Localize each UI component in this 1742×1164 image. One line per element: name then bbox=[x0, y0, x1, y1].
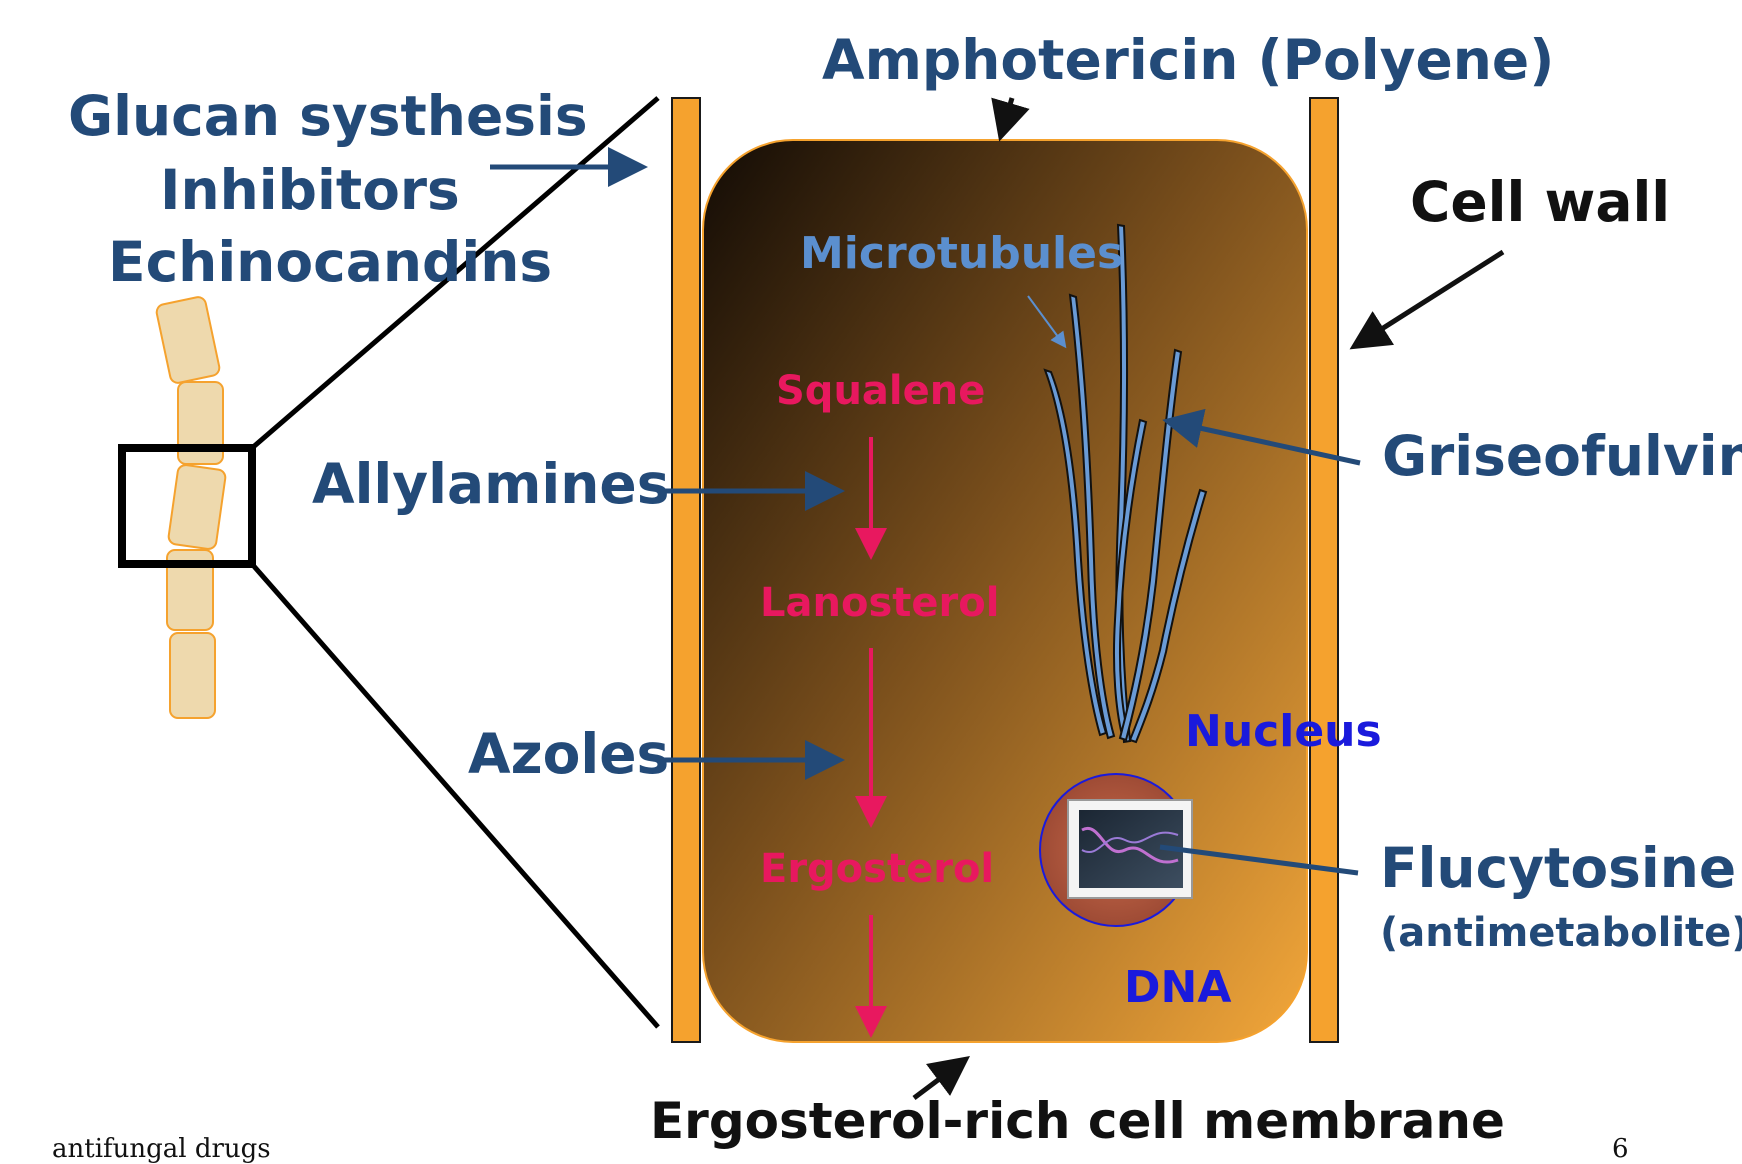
cell-wall-arrow bbox=[1349, 249, 1505, 350]
cell-wall-left bbox=[671, 97, 701, 1043]
hypha-cell bbox=[167, 464, 227, 550]
griseofulvin-arrow bbox=[1162, 408, 1361, 466]
lanosterol-label: Lanosterol bbox=[760, 580, 1000, 626]
glucan-label-line1: Glucan systhesis bbox=[68, 84, 588, 148]
microtubule-fiber bbox=[1128, 488, 1208, 744]
glucan-label-line3: Echinocandins bbox=[108, 230, 553, 294]
zoom-line-bottom bbox=[250, 562, 660, 1029]
hypha-cell bbox=[166, 549, 214, 631]
footer-left-text: antifungal drugs bbox=[52, 1134, 271, 1164]
microtubule-fiber bbox=[1068, 293, 1116, 740]
griseofulvin-label: Griseofulvin bbox=[1382, 424, 1742, 488]
flucytosine-arrow bbox=[1159, 844, 1359, 876]
cell-wall-right bbox=[1309, 97, 1339, 1043]
footer-page-number: 6 bbox=[1612, 1134, 1629, 1164]
hypha-cell bbox=[155, 296, 221, 384]
cell-wall-label: Cell wall bbox=[1410, 170, 1671, 234]
amphotericin-label: Amphotericin (Polyene) bbox=[822, 28, 1555, 92]
hypha bbox=[155, 296, 227, 719]
membrane-arrow bbox=[912, 1056, 970, 1100]
dna-helix-icon bbox=[1081, 831, 1179, 853]
allylamines-label: Allylamines bbox=[312, 452, 670, 516]
dna-label: DNA bbox=[1124, 962, 1232, 1013]
dna-helix-icon bbox=[1081, 826, 1179, 864]
microtubules-pointer bbox=[1027, 295, 1067, 349]
flucytosine-label: Flucytosine bbox=[1380, 836, 1737, 900]
amphotericin-arrow bbox=[991, 97, 1030, 142]
zoom-box bbox=[118, 444, 256, 568]
microtubules-label: Microtubules bbox=[800, 228, 1124, 279]
membrane-label: Ergosterol-rich cell membrane bbox=[650, 1092, 1505, 1150]
glucan-label-line2: Inhibitors bbox=[160, 158, 460, 222]
ergosterol-label: Ergosterol bbox=[760, 846, 995, 892]
squalene-label: Squalene bbox=[776, 368, 986, 414]
antimetabolite-label: (antimetabolite) bbox=[1380, 910, 1742, 956]
hypha-cell bbox=[177, 381, 224, 465]
hypha-cell bbox=[169, 632, 216, 719]
azoles-label: Azoles bbox=[468, 722, 670, 786]
zoom-line-top bbox=[250, 96, 660, 450]
nucleus-label: Nucleus bbox=[1185, 706, 1382, 757]
